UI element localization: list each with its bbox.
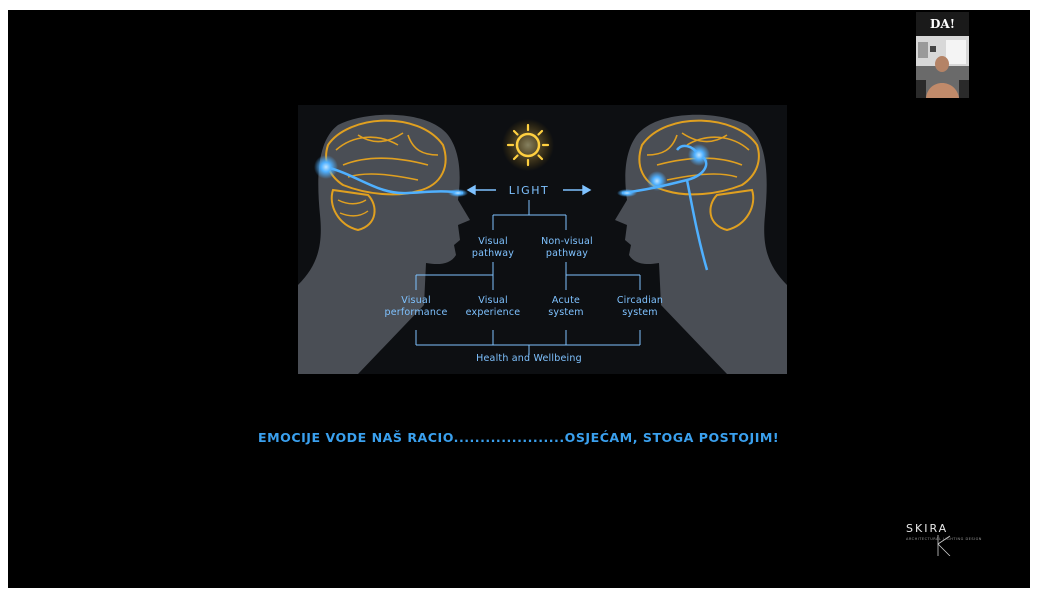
nonvisual-pathway-label: Non-visual pathway: [531, 236, 603, 260]
circadian-system-label: Circadian system: [606, 295, 674, 319]
participant-video-tile[interactable]: DA!: [916, 12, 969, 98]
arrow-left-icon: [468, 186, 496, 194]
logo-mark: [904, 522, 974, 556]
acute-system-label: Acute system: [536, 295, 596, 319]
arrow-right-icon: [563, 186, 590, 194]
left-head: [298, 115, 470, 374]
health-wellbeing-label: Health and Wellbeing: [458, 353, 600, 365]
slide-diagram: LIGHT Visual pathway Non-visual pathway …: [298, 105, 787, 374]
visual-performance-label: Visual performance: [378, 295, 454, 319]
slide-caption: EMOCIJE VODE NAŠ RACIO..................…: [258, 430, 818, 445]
light-label: LIGHT: [499, 185, 559, 197]
visual-pathway-label: Visual pathway: [461, 236, 525, 260]
visual-experience-label: Visual experience: [458, 295, 528, 319]
sun-icon: [502, 119, 554, 171]
participant-video: [916, 36, 969, 98]
presentation-stage: LIGHT Visual pathway Non-visual pathway …: [8, 10, 1030, 588]
skira-logo: SKIRA ARCHITECTURAL LIGHTING DESIGN: [904, 522, 974, 556]
right-head: [615, 115, 787, 374]
channel-badge: DA!: [916, 12, 969, 36]
